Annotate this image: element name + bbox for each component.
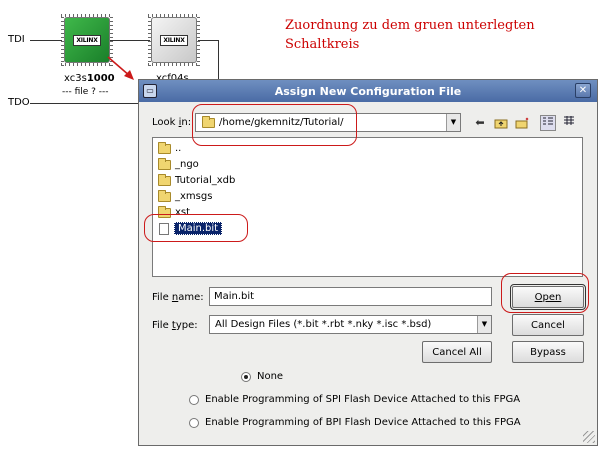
annotation-line-1: Zuordnung zu dem gruen unterlegten [285, 18, 535, 33]
folder-icon [202, 115, 215, 128]
cancel-button[interactable]: Cancel [512, 314, 584, 336]
look-in-value: /home/gkemnitz/Tutorial/ [219, 117, 344, 128]
up-folder-icon[interactable] [493, 115, 509, 131]
dialog-titlebar[interactable]: ▭ Assign New Configuration File ✕ [139, 80, 597, 102]
radio-spi-label: Enable Programming of SPI Flash Device A… [205, 394, 521, 405]
detail-view-icon[interactable] [561, 115, 577, 131]
new-folder-icon[interactable] [514, 115, 530, 131]
folder-icon [158, 189, 171, 202]
chip1-name: xc3s1000 [64, 73, 115, 84]
folder-icon [158, 141, 171, 154]
folder-icon [158, 173, 171, 186]
chip1-file-label: --- file ? --- [62, 87, 109, 97]
folder-icon [158, 157, 171, 170]
open-button[interactable]: Open [510, 284, 586, 310]
arrow-annotation-icon [107, 56, 134, 80]
list-item[interactable]: _xmsgs [157, 189, 212, 204]
radio-none[interactable] [241, 372, 251, 382]
resize-grip-icon[interactable] [583, 431, 595, 443]
window-menu-icon[interactable]: ▭ [143, 84, 157, 98]
file-type-label: File type: [152, 320, 198, 331]
radio-spi[interactable] [189, 395, 199, 405]
file-name-label: File name: [152, 292, 204, 303]
list-item[interactable]: Tutorial_xdb [157, 173, 235, 188]
file-type-value: All Design Files (*.bit *.rbt *.nky *.is… [215, 319, 432, 330]
xilinx-logo: XILINX [73, 34, 101, 46]
list-item[interactable]: _ngo [157, 157, 199, 172]
chain-wire-out [198, 40, 218, 41]
list-item[interactable]: .. [157, 141, 181, 156]
chevron-down-icon[interactable]: ▼ [477, 316, 491, 333]
close-icon[interactable]: ✕ [575, 83, 591, 98]
file-list[interactable]: .. _ngo Tutorial_xdb _xmsgs xst Main.bit [152, 137, 583, 277]
tdi-label: TDI [8, 34, 25, 45]
look-in-label: Look in: [152, 117, 192, 128]
xilinx-logo: XILINX [160, 34, 188, 46]
back-arrow-icon[interactable]: ⬅ [475, 116, 485, 129]
radio-none-label: None [257, 371, 284, 382]
radio-bpi[interactable] [189, 418, 199, 428]
list-item[interactable]: xst [157, 205, 190, 220]
list-item-selected[interactable]: Main.bit [157, 221, 223, 236]
annotation-text: Zuordnung zu dem gruen unterlegten Schal… [285, 16, 585, 54]
dialog-title: Assign New Configuration File [274, 84, 462, 98]
file-type-select[interactable]: All Design Files (*.bit *.rbt *.nky *.is… [209, 315, 492, 334]
tdo-wire [30, 103, 140, 104]
fpga-chip-xc3s1000[interactable]: XILINX [61, 14, 113, 66]
prom-chip-xcf04s[interactable]: XILINX [148, 14, 200, 66]
folder-icon [158, 205, 171, 218]
bypass-button[interactable]: Bypass [512, 341, 584, 363]
look-in-combobox[interactable]: /home/gkemnitz/Tutorial/ ▼ [195, 113, 461, 132]
list-view-icon[interactable] [540, 115, 556, 131]
file-icon [159, 222, 169, 235]
tdo-label: TDO [8, 97, 30, 108]
tdi-wire [30, 40, 62, 41]
chain-wire-down [218, 40, 219, 100]
chip2-name: xcf04s [156, 73, 189, 84]
annotation-line-2: Schaltkreis [285, 37, 360, 52]
callout-ring [501, 273, 589, 313]
radio-bpi-label: Enable Programming of BPI Flash Device A… [205, 417, 521, 428]
file-name-input[interactable]: Main.bit [209, 287, 492, 306]
cancel-all-button[interactable]: Cancel All [422, 341, 492, 363]
callout-ring [144, 214, 248, 242]
chevron-down-icon[interactable]: ▼ [446, 114, 460, 131]
chain-wire [110, 40, 150, 41]
callout-ring [192, 104, 357, 146]
